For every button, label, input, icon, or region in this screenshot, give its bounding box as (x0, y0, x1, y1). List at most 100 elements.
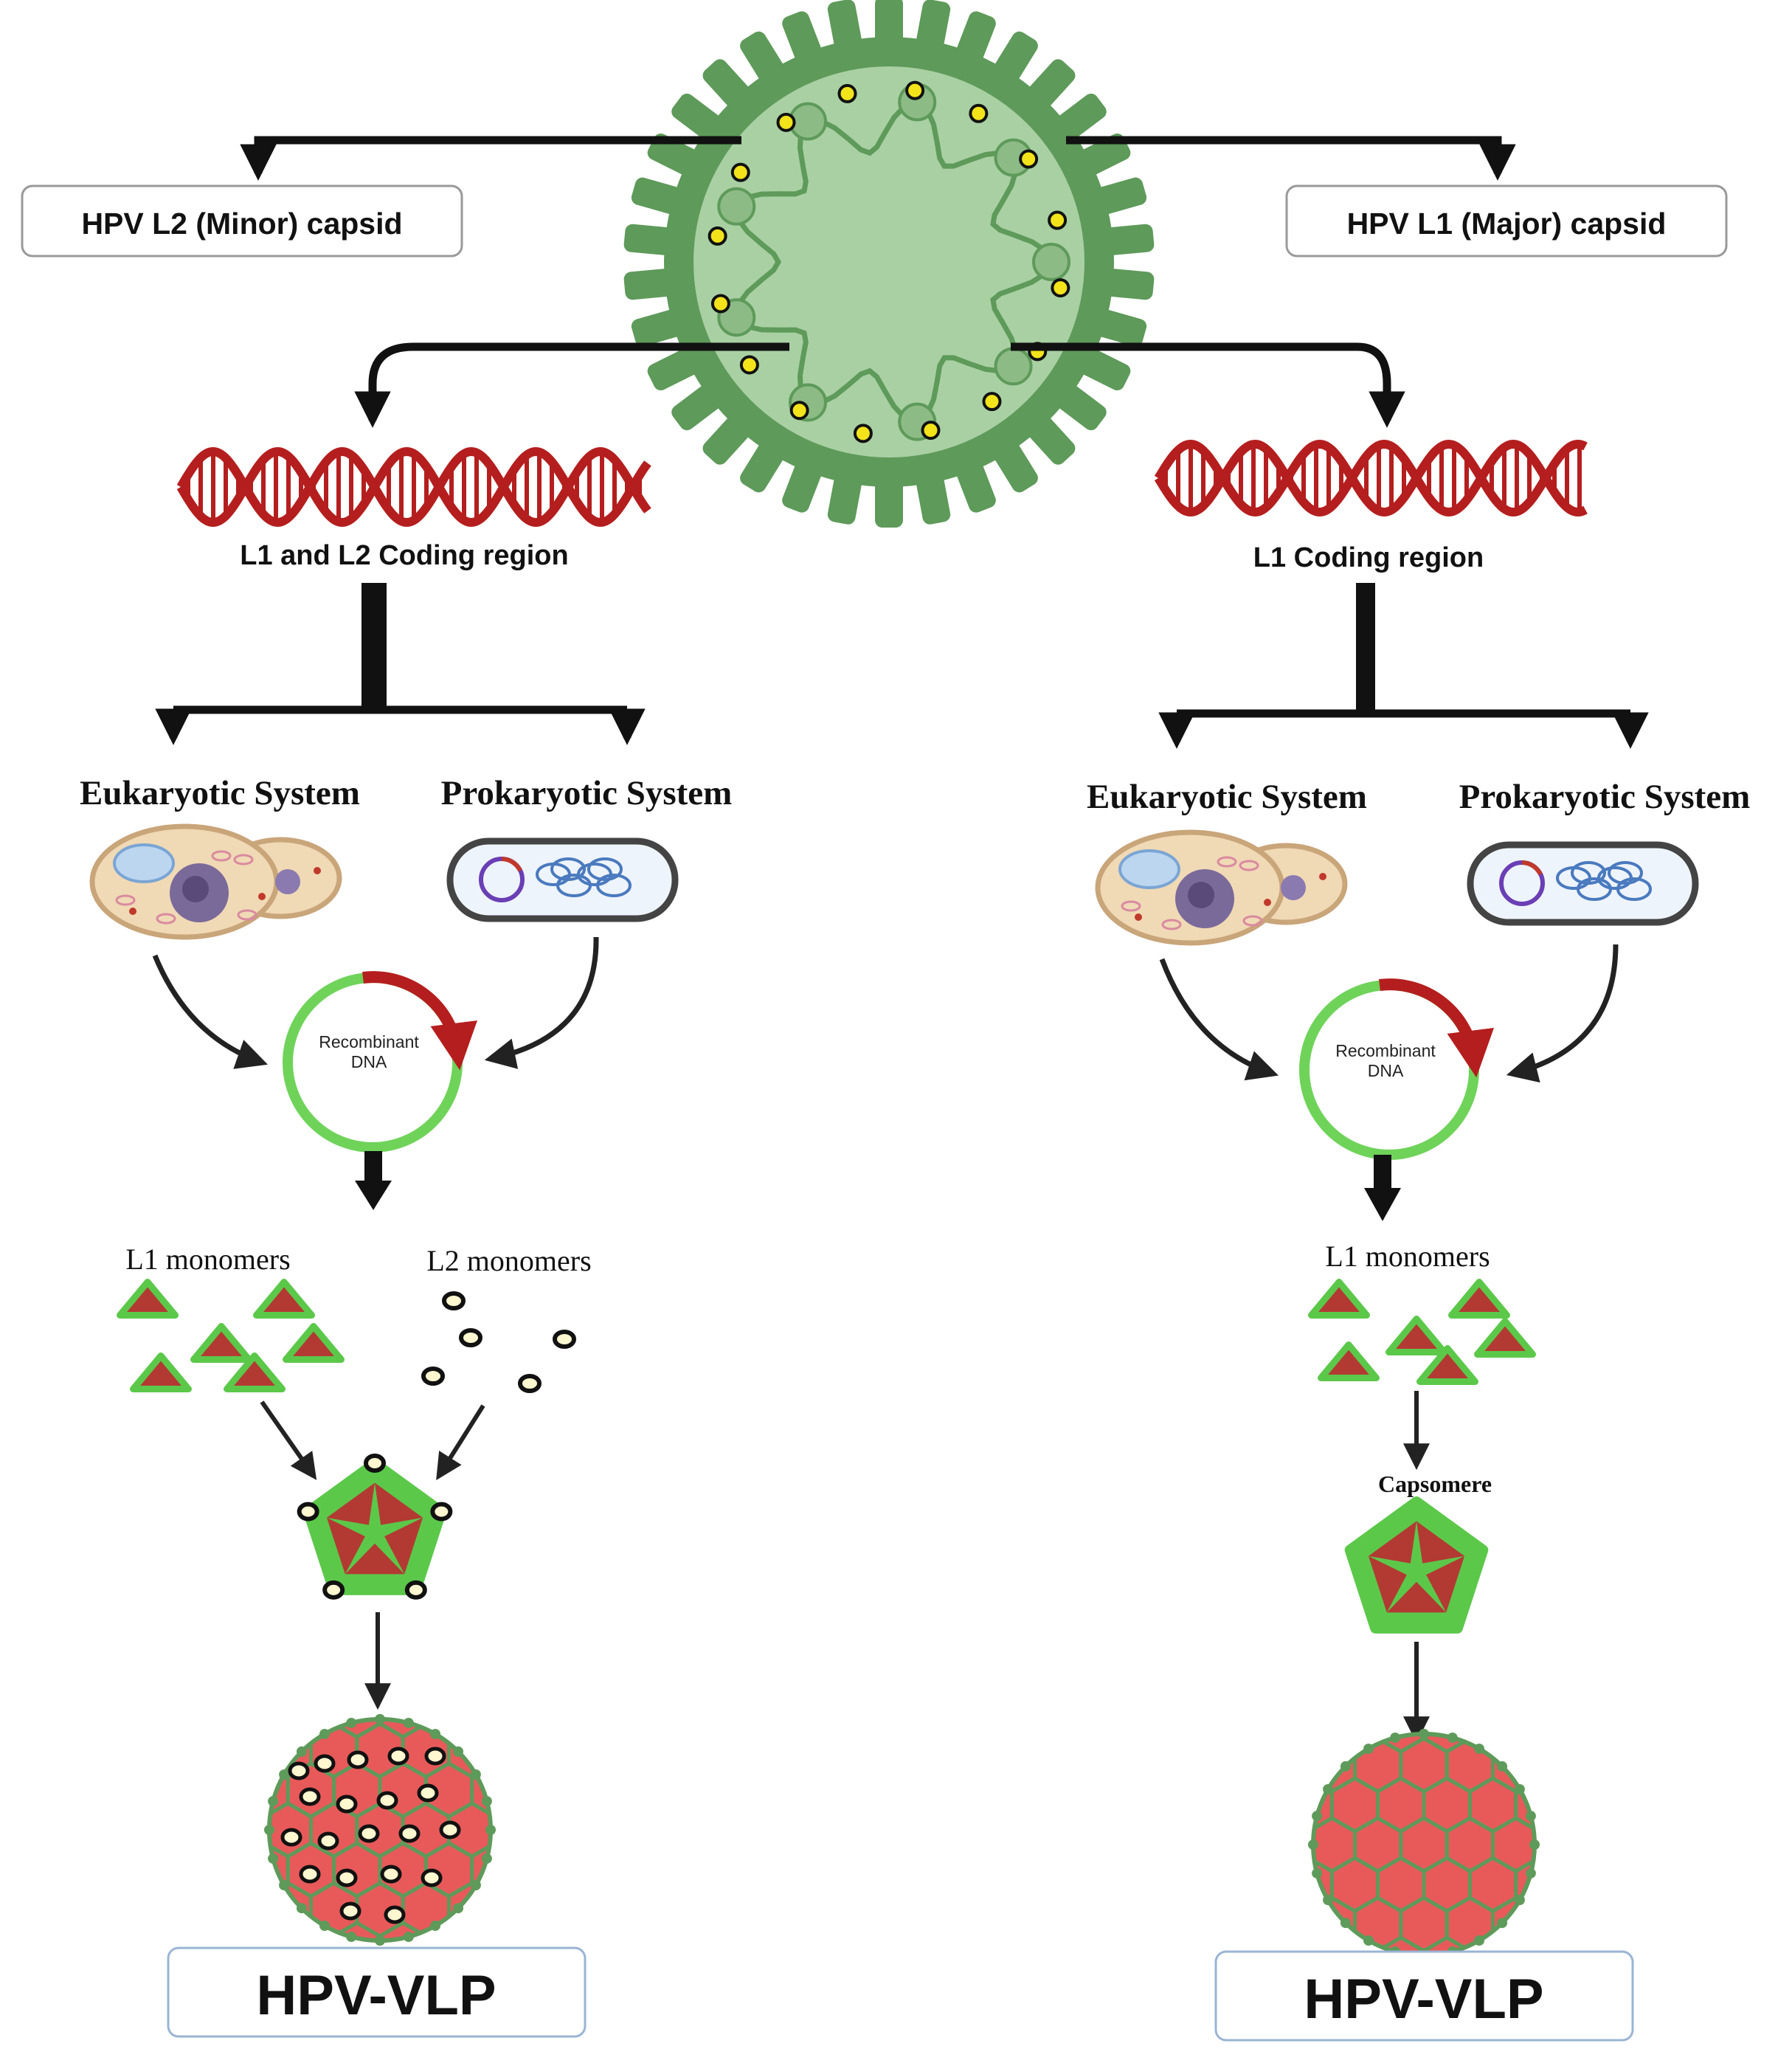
vlp-facet (127, 1803, 173, 1856)
l2-dot (299, 1865, 321, 1884)
vlp-facet (1263, 1898, 1309, 1951)
vlp-edge-node (375, 1714, 385, 1724)
vlp-facet (286, 1719, 336, 1739)
vlp-facet (470, 1719, 491, 1739)
organelle (156, 913, 176, 925)
granule (129, 908, 136, 915)
vlp-facet (196, 1604, 242, 1657)
vlp-edge-node (470, 1880, 481, 1890)
l2-dot (398, 1824, 421, 1843)
right-dna-label: DNA (1368, 1061, 1404, 1080)
l1-monomer (1474, 1318, 1536, 1358)
vlp-facet (150, 1843, 196, 1896)
vlp-edge-node (1525, 1868, 1536, 1879)
l2-dot (347, 1750, 369, 1769)
l2-dot (299, 1787, 321, 1806)
virus-l2-dot (789, 401, 809, 421)
organelle (233, 854, 254, 866)
vlp-facet (1608, 1858, 1653, 1911)
vlp-facet (610, 2003, 656, 2056)
vlp-edge-node (1363, 1935, 1374, 1946)
left-vlp-label: HPV-VLP (256, 1964, 496, 2027)
l2-dot (417, 1783, 439, 1803)
vlp-facet (1309, 1659, 1355, 1712)
l1-l2-coding-region-label: L1 and L2 Coding region (240, 540, 568, 571)
vlp-edge-node (1340, 1918, 1351, 1929)
vlp-facet (1329, 1734, 1380, 1754)
l2-dot (439, 1820, 461, 1839)
l1-major-capsid-label: HPV L1 (Major) capsid (1347, 207, 1667, 241)
vlp-facet (127, 1963, 173, 2016)
granule (1319, 873, 1326, 880)
dna-helix-icon (176, 446, 651, 528)
vlp-facet (219, 1724, 265, 1777)
bud-nucleus (275, 869, 300, 894)
vlp-edge-node (1529, 1839, 1540, 1850)
plasmid-insert (1521, 860, 1543, 876)
vlp-facet (288, 1604, 333, 1657)
l1-monomer (1448, 1279, 1510, 1319)
right-prokaryotic-label: Prokaryotic System (1459, 778, 1751, 816)
pentamer-subunit (384, 1517, 423, 1575)
vlp-facet (1562, 1778, 1608, 1831)
vlp-edge-node (296, 1746, 307, 1757)
vlp-facet (1470, 1619, 1515, 1672)
vlp-facet (1631, 1977, 1677, 2031)
l2-dot (376, 1791, 398, 1810)
vlp-edge-node (319, 1920, 330, 1931)
vlp-facet (1514, 1856, 1535, 1913)
l1-monomer (117, 1279, 179, 1319)
plasmid-icon: Recombinant DNA (1299, 978, 1494, 1160)
virus-l2-dot (776, 112, 796, 132)
right-l1-monomers-label: L1 monomers (1325, 1240, 1490, 1273)
vlp-facet (1654, 1858, 1700, 1911)
nucleoid-loop (550, 857, 586, 881)
vlp-facet (518, 1604, 564, 1657)
l2-dot (288, 1761, 310, 1780)
vlp-facet (150, 1763, 196, 1817)
vlp-facet (1447, 1659, 1492, 1712)
virus-l2-dot (921, 421, 941, 441)
granule (258, 893, 266, 900)
vlp-facet (127, 1883, 173, 1936)
vlp-edge-node (1323, 1895, 1334, 1905)
bud-nucleus (1281, 875, 1306, 900)
vlp-facet (1585, 1898, 1630, 1951)
vlp-facet (541, 1883, 587, 1936)
vlp-edge-node (403, 1931, 414, 1942)
organelle (237, 909, 257, 921)
l2-dot (384, 1905, 406, 1924)
vlp-edge-node (481, 1796, 492, 1807)
vlp-facet (1539, 1818, 1585, 1871)
virus-l2-dot (1019, 149, 1039, 169)
vlp-edge-node (346, 1718, 357, 1729)
l1-monomer (283, 1323, 345, 1363)
vlp-edge-node (1447, 1732, 1458, 1744)
vlp-facet (449, 1644, 495, 1697)
l2-dot (430, 1502, 453, 1521)
vlp-facet (150, 1604, 196, 1657)
vlp-edge-node (1323, 1784, 1334, 1794)
l2-monomer (518, 1374, 542, 1393)
top-connectors (240, 136, 1516, 428)
vlp-facet (541, 1724, 587, 1777)
l1-coding-region-label: L1 Coding region (1253, 542, 1484, 573)
assembly-arrows (260, 1391, 1430, 1744)
vlp-facet (1514, 1734, 1535, 1754)
vlp-facet (1562, 1858, 1608, 1911)
virus-l2-dot (853, 424, 873, 443)
l2-monomer (442, 1291, 466, 1310)
vlp-facet (1631, 1818, 1677, 1871)
vlp-edge-node (430, 1920, 440, 1931)
vlp-edge-node (1363, 1744, 1374, 1755)
l2-dot (424, 1747, 446, 1766)
vlp-facet (472, 1604, 518, 1657)
vlp-facet (1240, 1778, 1286, 1831)
vlp-edge-node (1525, 1811, 1536, 1822)
vlp-facet (150, 1684, 196, 1737)
vlp-edge-node (319, 1729, 330, 1740)
vlp-edge-node (296, 1903, 307, 1914)
vlp-edge-node (453, 1903, 464, 1914)
vlp-facet (1516, 1619, 1562, 1672)
vlp-edge-node (1514, 1895, 1525, 1905)
